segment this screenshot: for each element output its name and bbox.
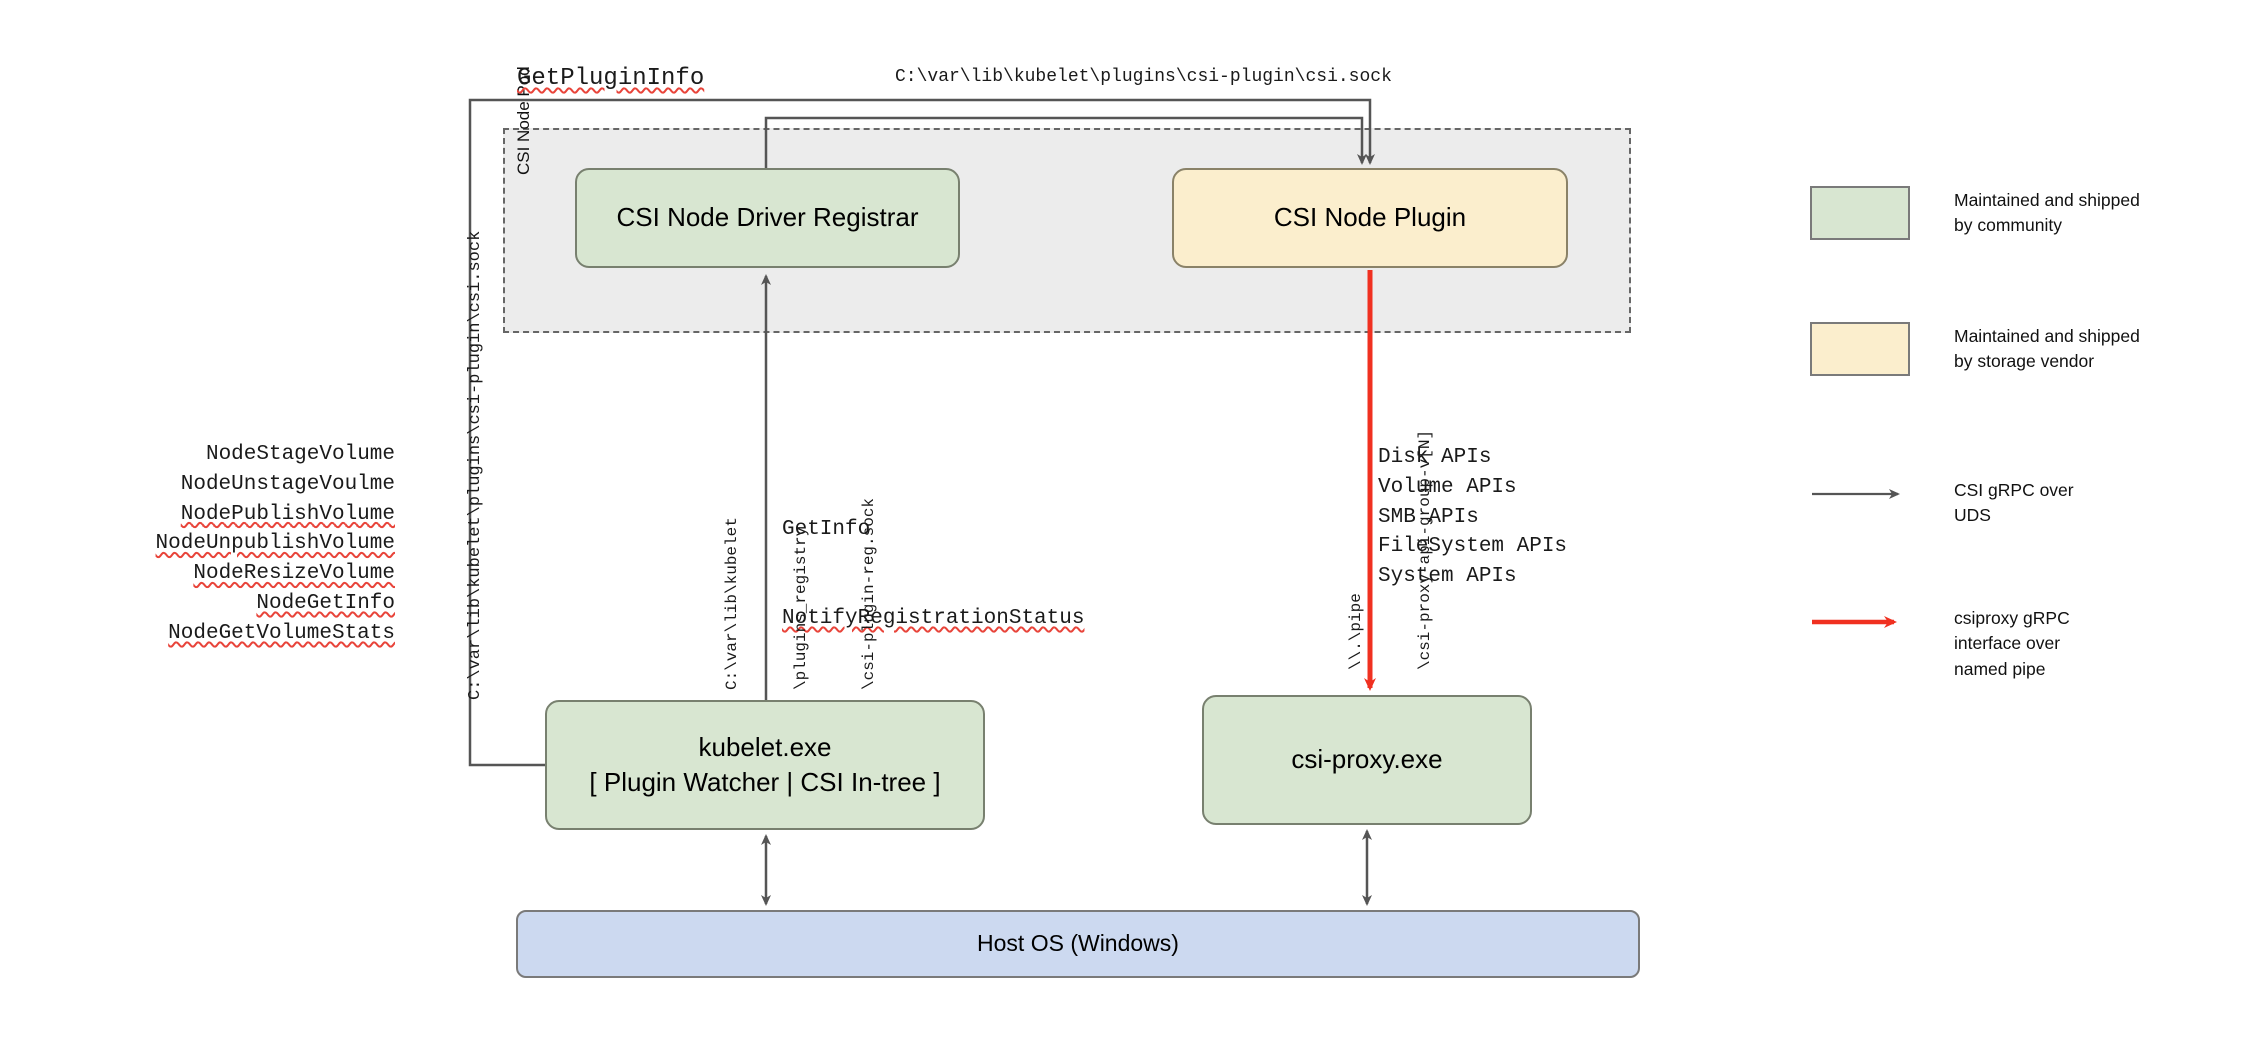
node-csi-node-plugin[interactable]: CSI Node Plugin xyxy=(1172,168,1568,268)
node-api-item-5: NodeGetInfo xyxy=(95,589,395,619)
proxy-api-item-2: SMB APIs xyxy=(1378,505,1479,529)
pipe-line-2: \csi-proxy-api-group-v[N] xyxy=(1415,429,1434,670)
node-api-text: NodeUnpublishVolume xyxy=(155,532,395,556)
node-api-item-2: NodePublishVolume xyxy=(95,500,395,530)
legend-label-csiproxy: csiproxy gRPC interface over named pipe xyxy=(1954,608,2070,679)
node-host-os[interactable]: Host OS (Windows) xyxy=(516,910,1640,978)
legend-swatch-vendor xyxy=(1810,322,1910,376)
node-api-item-4: NodeResizeVolume xyxy=(95,559,395,589)
label-csi-sock-path: C:\var\lib\kubelet\plugins\csi-plugin\cs… xyxy=(895,67,1392,87)
node-api-item-6: NodeGetVolumeStats xyxy=(95,619,395,649)
node-api-item-1: NodeUnstageVoulme xyxy=(95,470,395,500)
proxy-api-item-1: Volume APIs xyxy=(1378,475,1517,499)
label-vertical-plugin-reg-sock: C:\var\lib\kubelet \plugins_registry \cs… xyxy=(676,498,926,690)
legend-arrow-red-icon xyxy=(1810,612,1910,632)
legend-swatch-community xyxy=(1810,186,1910,240)
node-api-text: NodeGetInfo xyxy=(256,592,395,616)
label-registration-calls: GetInfo NotifyRegistrationStatus xyxy=(782,455,1084,694)
proxy-api-item-4: System APIs xyxy=(1378,565,1517,589)
label-vertical-named-pipe: \\.\pipe \csi-proxy-api-group-v[N] xyxy=(1300,430,1482,670)
label-notify-registration-status: NotifyRegistrationStatus xyxy=(782,607,1085,631)
reg-sock-line-2: \plugins_registry xyxy=(791,526,810,690)
kubelet-title: kubelet.exe xyxy=(698,731,832,762)
label-vertical-csi-sock: C:\var\lib\kubelet\plugins\csi-plugin\cs… xyxy=(466,230,485,700)
proxy-api-item-3: FileSystem APIs xyxy=(1378,535,1568,559)
legend-label-vendor: Maintained and shipped by storage vendor xyxy=(1954,326,2140,372)
legend-item-csiproxy: csiproxy gRPC interface over named pipe xyxy=(1810,604,2070,682)
node-api-text: NodeGetVolumeStats xyxy=(168,621,395,645)
node-api-item-3: NodeUnpublishVolume xyxy=(95,529,395,559)
legend-arrow-grey-icon xyxy=(1810,484,1910,504)
legend-label-community: Maintained and shipped by community xyxy=(1954,190,2140,236)
reg-sock-line-3: \csi-plugin-reg.sock xyxy=(859,497,878,690)
node-api-text: NodeStageVolume xyxy=(205,443,395,466)
node-api-text: NodePublishVolume xyxy=(180,502,395,526)
legend-label-uds: CSI gRPC over UDS xyxy=(1954,480,2074,526)
label-get-plugin-info: GetPluginInfo xyxy=(517,65,705,92)
node-api-text: NodeUnstageVoulme xyxy=(180,472,395,496)
node-kubelet-exe[interactable]: kubelet.exe [ Plugin Watcher | CSI In-tr… xyxy=(545,700,985,830)
node-csi-proxy-exe[interactable]: csi-proxy.exe xyxy=(1202,695,1532,825)
reg-sock-line-1: C:\var\lib\kubelet xyxy=(723,517,742,690)
node-csi-node-driver-registrar[interactable]: CSI Node Driver Registrar xyxy=(575,168,960,268)
kubelet-subtitle: [ Plugin Watcher | CSI In-tree ] xyxy=(589,767,941,797)
legend-item-community: Maintained and shipped by community xyxy=(1810,186,2140,240)
pipe-line-1: \\.\pipe xyxy=(1347,593,1366,670)
label-get-info: GetInfo xyxy=(782,517,871,541)
node-api-item-0: NodeStageVolume xyxy=(95,440,395,470)
legend-item-uds: CSI gRPC over UDS xyxy=(1810,476,2074,529)
proxy-api-item-0: Disk APIs xyxy=(1378,446,1492,469)
node-api-text: NodeResizeVolume xyxy=(193,562,395,586)
legend-item-vendor: Maintained and shipped by storage vendor xyxy=(1810,322,2140,376)
